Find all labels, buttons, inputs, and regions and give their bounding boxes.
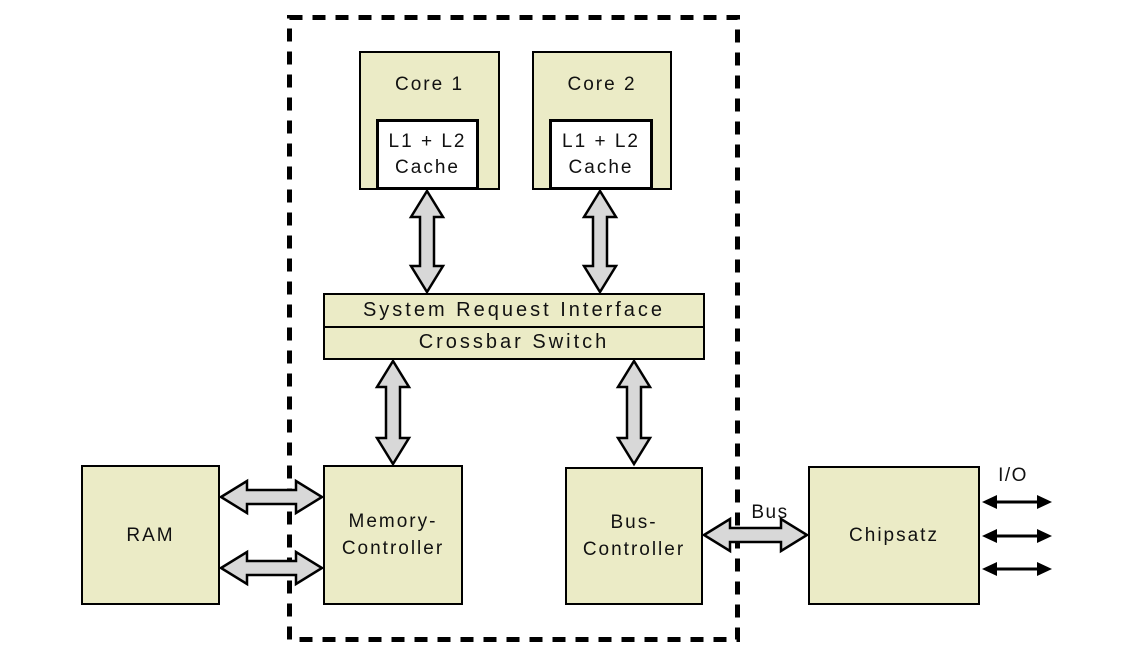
block-memory-controller: Memory- Controller bbox=[323, 465, 463, 605]
arrow-cache1-sri bbox=[408, 188, 446, 295]
block-core2-label: Core 2 bbox=[567, 74, 637, 95]
bus-label: Bus bbox=[751, 502, 789, 523]
block-ram: RAM bbox=[81, 465, 220, 605]
io-arrow-2 bbox=[982, 529, 1052, 543]
arrow-busctrl-chipset bbox=[701, 516, 810, 554]
block-cache2-line2: Cache bbox=[568, 156, 634, 178]
memctrl-line1: Memory- bbox=[348, 511, 438, 532]
block-chipset: Chipsatz bbox=[808, 466, 980, 605]
arrow-cache2-sri bbox=[581, 188, 619, 295]
block-system-request-interface: System Request Interface bbox=[325, 295, 703, 328]
sri-label: System Request Interface bbox=[362, 298, 666, 321]
crossbar-label: Crossbar Switch bbox=[418, 331, 610, 354]
block-cache1-line2: Cache bbox=[395, 156, 460, 178]
arrow-ram-memctrl-lower bbox=[218, 549, 325, 587]
cpu-package-dashed-border bbox=[287, 15, 740, 642]
block-bus-controller: Bus- Controller bbox=[565, 467, 703, 605]
busctrl-line2: Controller bbox=[582, 539, 686, 560]
io-arrow-3 bbox=[982, 562, 1052, 576]
arrow-ram-memctrl-upper bbox=[218, 478, 325, 516]
busctrl-line1: Bus- bbox=[610, 512, 658, 533]
io-arrow-1 bbox=[982, 495, 1052, 509]
block-cache2-line1: L1 + L2 bbox=[562, 130, 640, 152]
block-cache1-line1: L1 + L2 bbox=[388, 130, 467, 152]
block-ram-label: RAM bbox=[126, 524, 175, 546]
io-label: I/O bbox=[998, 465, 1028, 486]
block-cache2: L1 + L2 Cache bbox=[549, 119, 653, 190]
block-cache1: L1 + L2 Cache bbox=[376, 119, 479, 190]
arrow-crossbar-memctrl bbox=[374, 358, 412, 467]
block-sri-crossbar: System Request Interface Crossbar Switch bbox=[323, 293, 705, 360]
block-crossbar-switch: Crossbar Switch bbox=[325, 328, 703, 359]
arrow-crossbar-busctrl bbox=[615, 358, 653, 467]
memctrl-line2: Controller bbox=[341, 538, 445, 559]
block-chipset-label: Chipsatz bbox=[849, 525, 939, 546]
block-core1-label: Core 1 bbox=[394, 74, 465, 95]
